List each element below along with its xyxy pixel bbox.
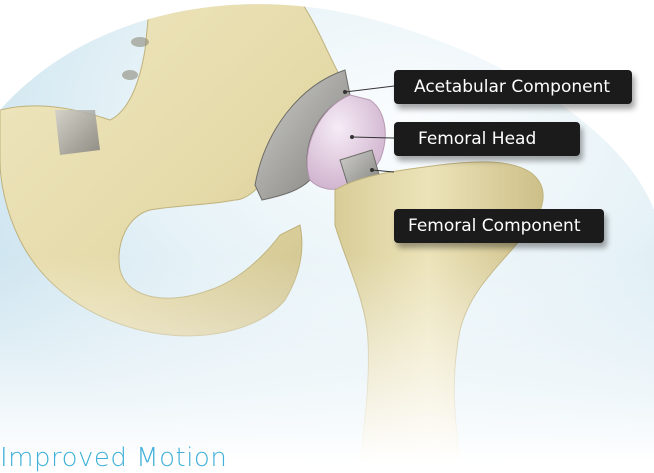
femoral-head-label: Femoral Head <box>394 122 580 156</box>
femoral-component-label: Femoral Component <box>394 209 604 243</box>
acetabular-component-label: Acetabular Component <box>394 70 632 104</box>
caption-heading: Improved Motion <box>0 443 227 473</box>
